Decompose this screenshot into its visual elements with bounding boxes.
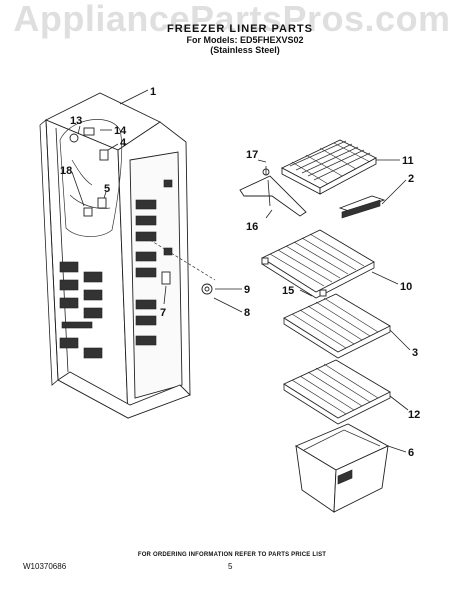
callout-6: 6 [408, 447, 414, 459]
freezer-liner [39, 92, 191, 419]
callout-2: 2 [408, 173, 414, 185]
callout-7: 7 [160, 307, 166, 319]
callout-16: 16 [246, 221, 258, 233]
shelf-front-trim [338, 195, 386, 219]
models-line: For Models: ED5FHEXVS02 [186, 35, 304, 45]
variant-line: (Stainless Steel) [210, 45, 280, 55]
page-title: FREEZER LINER PARTS [167, 23, 313, 35]
light-socket-and-switch [69, 127, 213, 295]
callout-3: 3 [412, 347, 418, 359]
shelf-bracket [239, 166, 307, 217]
page-number: 5 [228, 562, 233, 571]
callout-15: 15 [282, 285, 294, 297]
freezer-bin [295, 423, 389, 513]
callout-1: 1 [150, 86, 156, 98]
ordering-note: FOR ORDERING INFORMATION REFER TO PARTS … [137, 552, 327, 558]
callout-4: 4 [120, 137, 127, 149]
callout-5: 5 [104, 183, 110, 195]
callout-9: 9 [244, 284, 250, 296]
callout-12: 12 [408, 409, 420, 421]
model-info: For Models: ED5FHEXVS02 (Stainless Steel… [150, 35, 340, 55]
callout-18: 18 [60, 165, 72, 177]
wire-shelf-middle [283, 293, 391, 359]
callout-10: 10 [400, 281, 412, 293]
callout-17: 17 [246, 149, 258, 161]
callout-11: 11 [402, 155, 414, 167]
callout-13: 13 [70, 115, 82, 127]
callout-labels: 1 14 13 4 18 5 9 8 7 17 11 2 16 15 10 3 … [60, 86, 420, 459]
document-number: W10370686 [23, 562, 67, 571]
wire-shelf-upper [261, 229, 375, 299]
watermark: AppliancePartsPros.com [13, 0, 451, 39]
callout-14: 14 [114, 125, 127, 137]
top-shelf-cover [281, 139, 377, 195]
wire-shelf-lower [283, 359, 391, 425]
callout-8: 8 [244, 307, 250, 319]
